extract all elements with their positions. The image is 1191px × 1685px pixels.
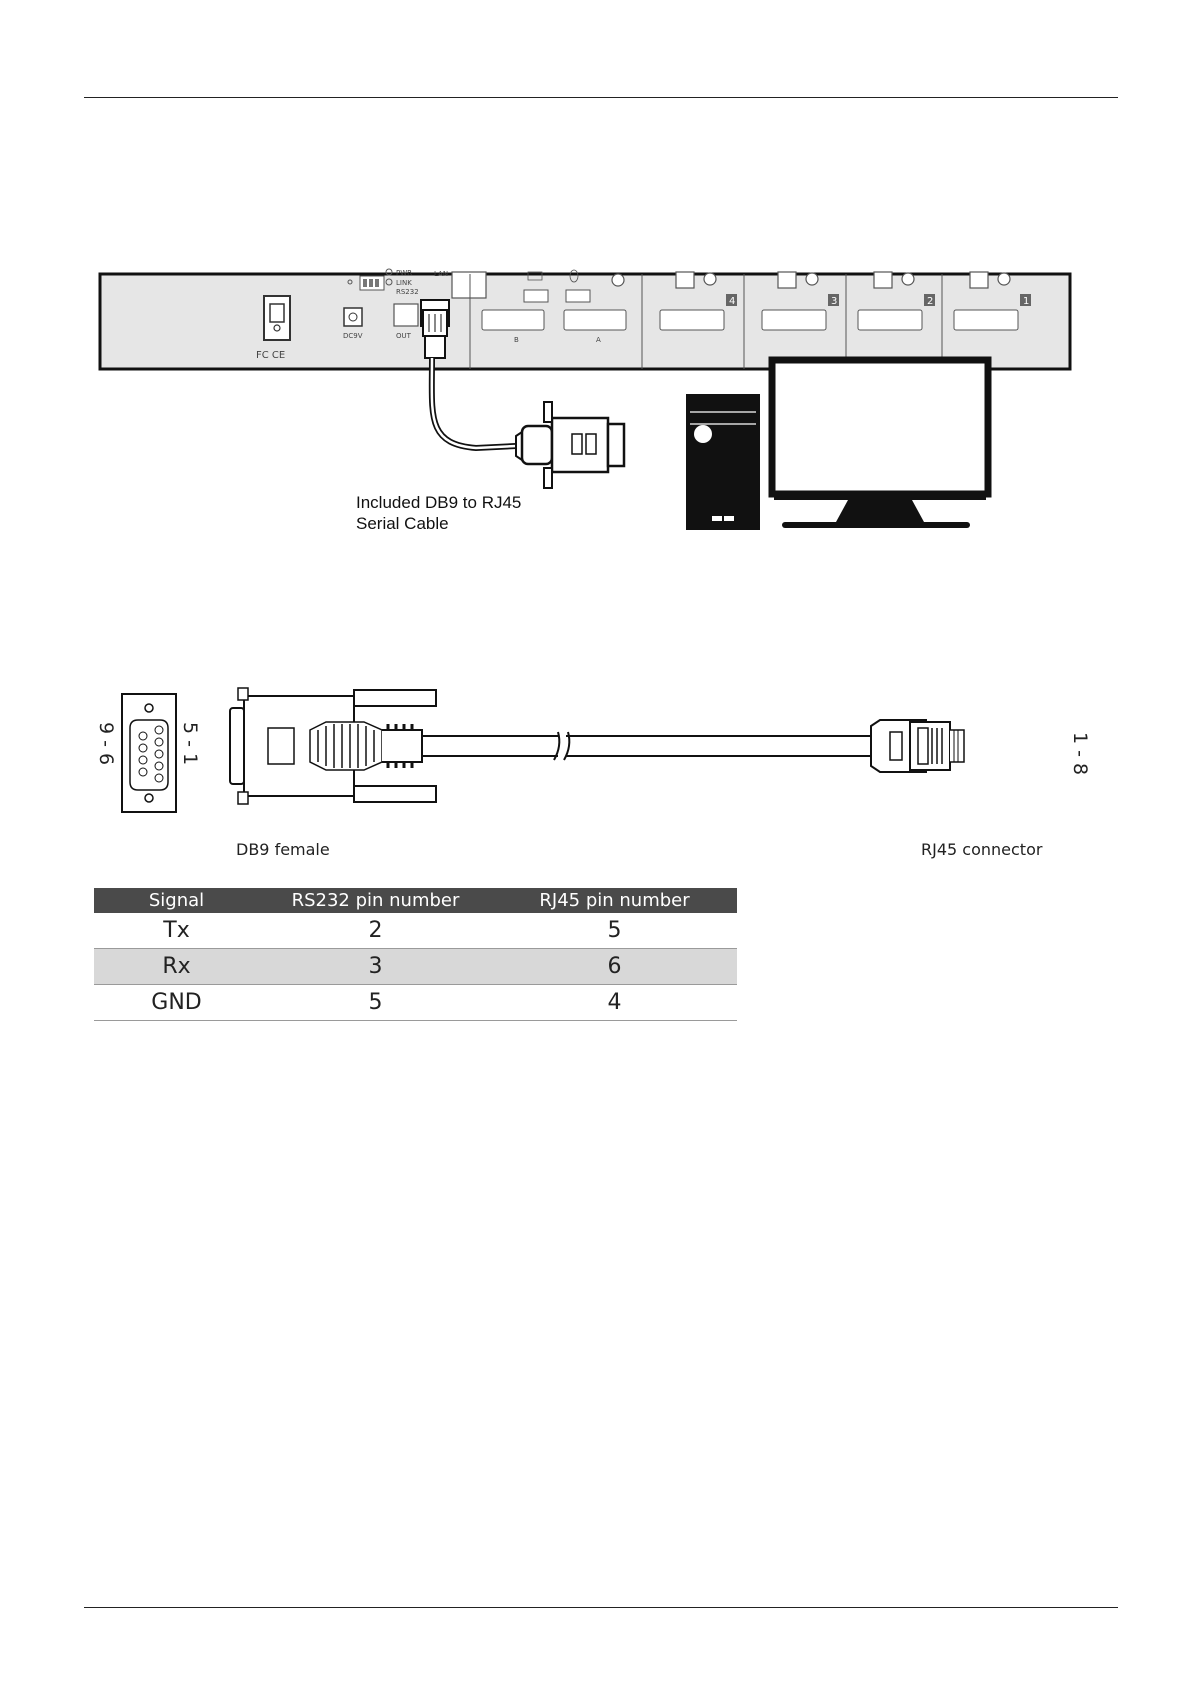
port-number-label: 4 <box>729 296 735 307</box>
column-header-rj45: RJ45 pin number <box>492 888 737 913</box>
db9-caption: DB9 female <box>236 840 330 859</box>
fc-ce-mark: FC CE <box>256 350 285 361</box>
rs232-label: RS232 <box>396 288 419 296</box>
db9-rj45-cable-diagram: 9 - 6 5 - 1 1 - 8 <box>96 686 1106 866</box>
footer-rule <box>84 1607 1118 1608</box>
cable-line <box>422 732 871 760</box>
table-row: Rx 3 6 <box>94 949 737 985</box>
port-number-label: 1 <box>1023 296 1029 307</box>
port-a-label: A <box>596 336 601 344</box>
port-number-label: 2 <box>927 296 933 307</box>
table-header-row: Signal RS232 pin number RJ45 pin number <box>94 888 737 913</box>
rj45-caption: RJ45 connector <box>921 840 1042 859</box>
port-number-label: 3 <box>831 296 837 307</box>
rj45-pin-cell: 4 <box>492 985 737 1021</box>
dc-jack-icon <box>344 308 362 326</box>
usb-b-port-icon <box>874 272 892 288</box>
column-header-signal: Signal <box>94 888 259 913</box>
cable-label-line1: Included DB9 to RJ45 <box>356 492 521 513</box>
db9-pins-left: 9 - 6 <box>96 722 117 765</box>
dc-label: DC9V <box>343 332 363 340</box>
rs232-pin-cell: 3 <box>259 949 492 985</box>
monitor-icon <box>772 360 988 528</box>
dvi-port <box>858 310 922 330</box>
rj45-pin-cell: 5 <box>492 913 737 949</box>
rs232-pin-cell: 2 <box>259 913 492 949</box>
rj45-pin-cell: 6 <box>492 949 737 985</box>
dvi-port-a <box>564 310 626 330</box>
signal-cell: GND <box>94 985 259 1021</box>
audio-jack-icon <box>998 273 1010 285</box>
lan-label: LAN <box>434 270 448 278</box>
signal-cell: Rx <box>94 949 259 985</box>
dvi-port <box>762 310 826 330</box>
computer-tower-icon <box>686 394 760 530</box>
cable-label: Included DB9 to RJ45 Serial Cable <box>356 492 521 534</box>
signal-cell: Tx <box>94 913 259 949</box>
db9-pins-right: 5 - 1 <box>179 722 201 765</box>
rj45-pins: 1 - 8 <box>1069 732 1091 775</box>
db9-connector-icon <box>516 402 624 488</box>
usb-b-port-icon <box>778 272 796 288</box>
audio-jack-icon <box>806 273 818 285</box>
dip-switch-icon <box>360 276 384 290</box>
audio-jack-icon <box>902 273 914 285</box>
column-header-rs232: RS232 pin number <box>259 888 492 913</box>
usb-b-port-icon <box>970 272 988 288</box>
db9-connector-icon <box>230 688 436 804</box>
mic-jack-icon <box>612 274 624 286</box>
db9-face-icon <box>122 694 176 812</box>
table-row: Tx 2 5 <box>94 913 737 949</box>
rs232-out-port <box>394 304 418 326</box>
cable-label-line2: Serial Cable <box>356 513 521 534</box>
port-b-label: B <box>514 336 519 344</box>
dvi-port-b <box>482 310 544 330</box>
dvi-port <box>954 310 1018 330</box>
audio-jack-icon <box>704 273 716 285</box>
pin-mapping-table: Signal RS232 pin number RJ45 pin number … <box>94 888 737 1021</box>
power-switch-icon <box>264 296 290 340</box>
dvi-port <box>660 310 724 330</box>
rj45-connector-icon <box>871 720 964 772</box>
header-rule <box>84 97 1118 98</box>
rear-panel-connection-diagram: FC CE PWR LINK DC9V RS232 OUT LAN B A 4 3… <box>96 266 1106 586</box>
out-label: OUT <box>396 332 412 340</box>
link-label: LINK <box>396 279 412 287</box>
usb-b-port-icon <box>676 272 694 288</box>
rs232-pin-cell: 5 <box>259 985 492 1021</box>
pwr-label: PWR <box>396 269 412 277</box>
lan-port <box>452 272 486 298</box>
table-row: GND 5 4 <box>94 985 737 1021</box>
